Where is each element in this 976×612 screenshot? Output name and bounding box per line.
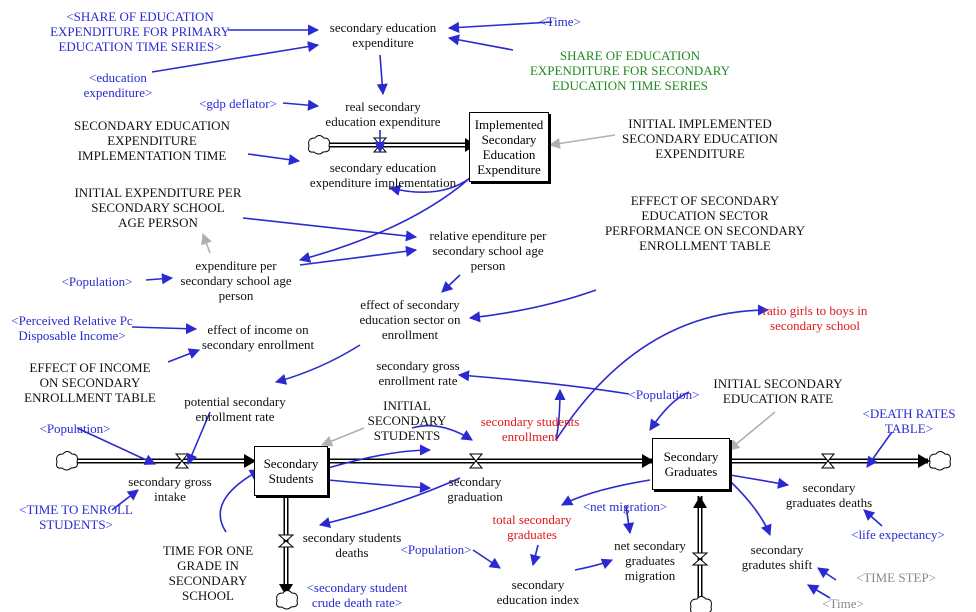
effect-sector-table-label: EFFECT OF SECONDARY EDUCATION SECTOR PER… bbox=[604, 193, 806, 253]
implementation-time-label: SECONDARY EDUCATION EXPENDITURE IMPLEMEN… bbox=[74, 118, 230, 163]
death-rates-table-label: <DEATH RATES TABLE> bbox=[862, 406, 956, 436]
expenditure-implementation-label: secondary education expenditure implemen… bbox=[309, 160, 457, 190]
stock-implemented-expenditure[interactable]: Implemented Secondary Education Expendit… bbox=[469, 112, 549, 182]
effect-sector-label: effect of secondary education sector on … bbox=[359, 297, 461, 342]
time-step-label: <TIME STEP> bbox=[855, 570, 937, 585]
net-graduates-migration-label: net secondary graduates migration bbox=[614, 538, 686, 583]
time-for-one-grade-label: TIME FOR ONE GRADE IN SECONDARY SCHOOL bbox=[162, 543, 254, 603]
graduates-deaths-label: secondary graduates deaths bbox=[785, 480, 873, 510]
population-label-2: <Population> bbox=[628, 387, 700, 402]
initial-secondary-education-rate-label: INITIAL SECONDARY EDUCATION RATE bbox=[713, 376, 843, 406]
population-label-1: <Population> bbox=[61, 274, 133, 289]
initial-value-links bbox=[201, 134, 776, 451]
secondary-graduation-label: secondary graduation bbox=[447, 474, 503, 504]
ratio-girls-boys-label: ratio girls to boys in secondary school bbox=[762, 303, 868, 333]
effect-income-label: effect of income on secondary enrollment bbox=[201, 322, 315, 352]
population-label-4: <Population> bbox=[400, 542, 472, 557]
graduates-shift-label: secondary gradutes shift bbox=[741, 542, 813, 572]
potential-enrollment-rate-label: potential secondary enrollment rate bbox=[184, 394, 286, 424]
cloud-sources bbox=[56, 135, 951, 612]
life-expectancy-label: <life expectancy> bbox=[851, 527, 945, 542]
population-label-3: <Population> bbox=[39, 421, 111, 436]
share-primary-label: <SHARE OF EDUCATION EXPENDITURE FOR PRIM… bbox=[50, 9, 230, 54]
real-secondary-expenditure-label: real secondary education expenditure bbox=[325, 99, 441, 129]
share-secondary-label: SHARE OF EDUCATION EXPENDITURE FOR SECON… bbox=[529, 48, 731, 93]
time-to-enroll-label: <TIME TO ENROLL STUDENTS> bbox=[19, 502, 133, 532]
relative-expenditure-label: relative ependiture per secondary school… bbox=[429, 228, 547, 273]
education-expenditure-label: <education expenditure> bbox=[83, 70, 153, 100]
stock-secondary-graduates[interactable]: Secondary Graduates bbox=[652, 438, 730, 490]
total-graduates-label: total secondary graduates bbox=[492, 512, 572, 542]
causal-links bbox=[76, 21, 893, 599]
perceived-income-label: <Perceived Relative Pc Disposable Income… bbox=[11, 313, 133, 343]
net-migration-label: <net migration> bbox=[582, 499, 668, 514]
stock-secondary-students[interactable]: Secondary Students bbox=[254, 446, 328, 496]
secondary-gross-intake-label: secondary gross intake bbox=[128, 474, 212, 504]
flow-arrowheads bbox=[244, 138, 930, 596]
gross-enrollment-rate-label: secondary gross enrollment rate bbox=[376, 358, 460, 388]
time-top-label: <Time> bbox=[539, 14, 581, 29]
time-bottom-label: <Time> bbox=[822, 596, 864, 611]
expenditure-per-person-label: expenditure per secondary school age per… bbox=[180, 258, 292, 303]
students-enrollment-label: secondary students enrollment bbox=[480, 414, 580, 444]
secondary-education-index-label: secondary education index bbox=[496, 577, 580, 607]
students-deaths-label: secondary students deaths bbox=[302, 530, 402, 560]
initial-expenditure-per-person-label: INITIAL EXPENDITURE PER SECONDARY SCHOOL… bbox=[74, 185, 242, 230]
initial-secondary-students-label: INITIAL SECONDARY STUDENTS bbox=[367, 398, 447, 443]
gdp-deflator-label: <gdp deflator> bbox=[199, 96, 277, 111]
student-death-rate-label: <secondary student crude death rate> bbox=[306, 580, 408, 610]
secondary-education-expenditure-label: secondary education expenditure bbox=[329, 20, 437, 50]
effect-income-table-label: EFFECT OF INCOME ON SECONDARY ENROLLMENT… bbox=[24, 360, 156, 405]
initial-implemented-expenditure-label: INITIAL IMPLEMENTED SECONDARY EDUCATION … bbox=[622, 116, 778, 161]
